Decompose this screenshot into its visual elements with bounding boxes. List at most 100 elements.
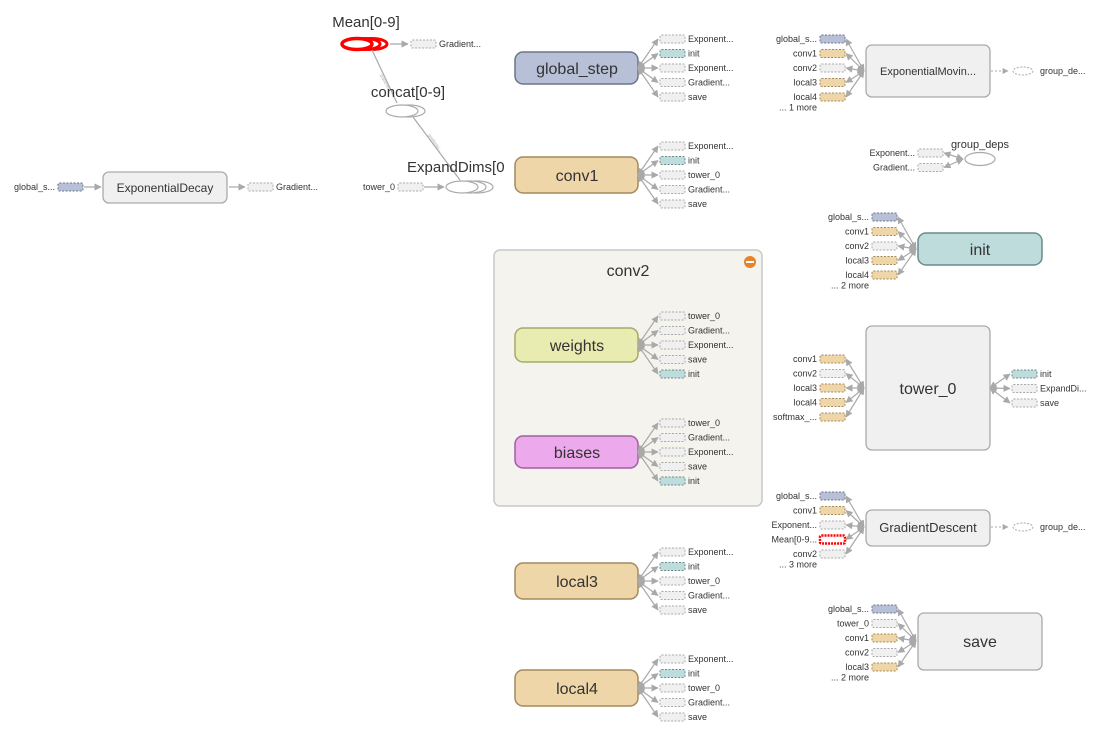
aux-node-chip[interactable] — [659, 669, 686, 678]
aux-node-chip[interactable] — [659, 698, 686, 707]
aux-node-chip[interactable] — [1012, 522, 1034, 532]
biases-node[interactable]: biases — [514, 435, 639, 469]
aux-node-chip[interactable] — [871, 212, 898, 222]
gradient-descent-out-group: group_de... — [1012, 522, 1086, 532]
aux-node-chip[interactable] — [659, 712, 686, 722]
local3-node[interactable]: local3 — [514, 562, 639, 600]
aux-node-chip[interactable] — [819, 383, 846, 393]
aux-node-chip[interactable] — [659, 185, 686, 194]
aux-node-chip[interactable] — [819, 506, 846, 515]
aux-node-chip[interactable] — [397, 182, 424, 192]
aux-node-chip[interactable] — [659, 562, 686, 571]
aux-node-chip[interactable] — [819, 63, 846, 73]
aux-node-chip[interactable] — [659, 326, 686, 335]
aux-node-chip[interactable] — [871, 227, 898, 236]
mean-series-node[interactable] — [340, 36, 389, 52]
aux-node-chip[interactable] — [819, 34, 846, 44]
aux-node-chip[interactable] — [659, 78, 686, 87]
aux-node-chip[interactable] — [819, 412, 846, 422]
aux-node-chip[interactable] — [659, 433, 686, 442]
aux-node-chip[interactable] — [659, 156, 686, 165]
global-step-node[interactable]: global_step — [514, 51, 639, 85]
aux-node-chip[interactable] — [659, 34, 686, 44]
aux-node-chip[interactable] — [410, 39, 437, 49]
aux-node-label: init — [688, 476, 700, 486]
conv2-label: conv2 — [607, 263, 650, 280]
aux-node-chip[interactable] — [1012, 66, 1034, 76]
aux-node-chip[interactable] — [659, 683, 686, 693]
aux-node-chip[interactable] — [871, 604, 898, 614]
exponential-decay-node[interactable]: ExponentialDecay — [102, 171, 228, 204]
aux-node-chip[interactable] — [917, 148, 944, 158]
aux-node-chip[interactable] — [659, 418, 686, 428]
aux-node-chip[interactable] — [871, 270, 898, 280]
expdecay-out-group: Gradient... — [247, 182, 318, 192]
concat-series-node[interactable] — [385, 104, 426, 118]
aux-node-chip[interactable] — [659, 605, 686, 615]
aux-node-chip[interactable] — [1011, 384, 1038, 393]
aux-node-chip[interactable] — [819, 398, 846, 407]
aux-node-chip[interactable] — [659, 576, 686, 586]
aux-node-chip[interactable] — [659, 462, 686, 471]
aux-node-chip[interactable] — [659, 369, 686, 379]
aux-node-chip[interactable] — [57, 182, 84, 192]
aux-node-chip[interactable] — [659, 476, 686, 486]
aux-node-label: save — [688, 355, 707, 365]
aux-node-chip[interactable] — [1011, 369, 1038, 379]
aux-node-chip[interactable] — [659, 199, 686, 209]
aux-node-chip[interactable] — [659, 547, 686, 557]
aux-node-chip[interactable] — [659, 63, 686, 73]
aux-node-label: init — [688, 562, 700, 572]
aux-node-chip[interactable] — [659, 170, 686, 180]
tower-0-node[interactable]: tower_0 — [865, 325, 991, 451]
aux-node-chip[interactable] — [659, 49, 686, 58]
aux-node-chip[interactable] — [659, 92, 686, 102]
group-deps-node[interactable] — [964, 151, 996, 167]
aux-node-chip[interactable] — [818, 534, 847, 545]
aux-node-chip[interactable] — [819, 369, 846, 378]
conv1-label: conv1 — [556, 168, 599, 185]
aux-node-chip[interactable] — [871, 648, 898, 657]
gradient-descent-node[interactable]: GradientDescent — [865, 509, 991, 547]
aux-node-chip[interactable] — [819, 520, 846, 530]
aux-node-chip[interactable] — [659, 141, 686, 151]
aux-node-label: group_de... — [1040, 522, 1086, 532]
expanddims-series-node[interactable] — [445, 180, 494, 194]
exponential-moving-node[interactable]: ExponentialMovin... — [865, 44, 991, 98]
aux-node-label: Gradient... — [688, 78, 730, 88]
aux-node-chip[interactable] — [659, 311, 686, 321]
aux-node-chip[interactable] — [871, 241, 898, 251]
aux-node-label: Gradient... — [276, 182, 318, 192]
aux-node-chip[interactable] — [659, 447, 686, 457]
aux-node-label: Exponent... — [688, 141, 734, 151]
aux-node-chip[interactable] — [659, 591, 686, 600]
aux-node-chip[interactable] — [659, 340, 686, 350]
aux-node-chip[interactable] — [871, 662, 898, 672]
local4-node[interactable]: local4 — [514, 669, 639, 707]
aux-node-chip[interactable] — [871, 256, 898, 265]
expanddims-in-group: tower_0 — [363, 182, 424, 192]
collapse-button[interactable] — [744, 256, 756, 268]
aux-node-chip[interactable] — [819, 92, 846, 102]
aux-node-label: local3 — [845, 662, 869, 672]
aux-node-chip[interactable] — [819, 549, 846, 559]
aux-node-label: Gradient... — [688, 433, 730, 443]
aux-node-chip[interactable] — [819, 354, 846, 364]
save-node[interactable]: save — [917, 612, 1043, 671]
aux-node-chip[interactable] — [819, 49, 846, 58]
aux-node-chip[interactable] — [871, 619, 898, 628]
aux-node-chip[interactable] — [247, 182, 274, 192]
aux-node-chip[interactable] — [819, 78, 846, 87]
aux-node-chip[interactable] — [871, 633, 898, 643]
aux-node-chip[interactable] — [917, 163, 944, 172]
aux-node-chip[interactable] — [659, 654, 686, 664]
conv1-node[interactable]: conv1 — [514, 156, 639, 194]
aux-node-chip[interactable] — [659, 355, 686, 364]
init-node[interactable]: init — [917, 232, 1043, 266]
aux-node-label: Exponent... — [688, 547, 734, 557]
aux-node-chip[interactable] — [819, 491, 846, 501]
weights-node[interactable]: weights — [514, 327, 639, 363]
aux-node-chip[interactable] — [1011, 398, 1038, 408]
